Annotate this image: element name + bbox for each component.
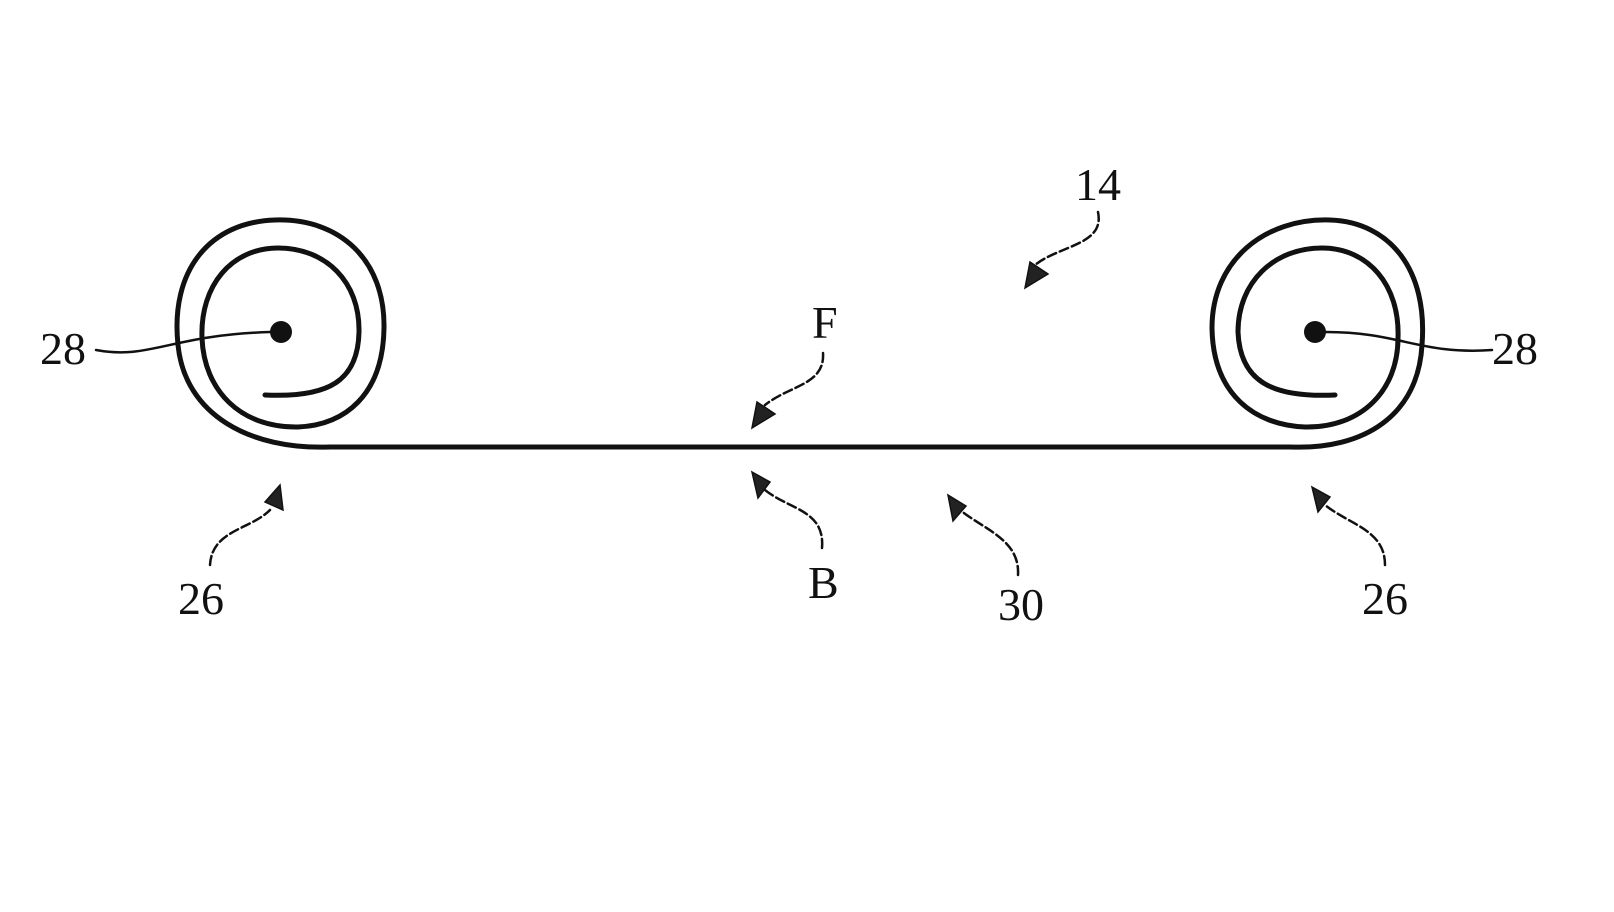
label-web: 30: [998, 579, 1044, 630]
label-roll-left: 26: [178, 573, 224, 624]
label-axis-left: 28: [40, 323, 86, 374]
leader-assembly: [1033, 210, 1100, 267]
leader-roll-right: [1323, 503, 1387, 567]
arrowhead-roll-right: [1310, 485, 1332, 514]
right-roll-axis: [1304, 321, 1326, 343]
arrowhead-web: [946, 493, 968, 523]
callout-web: 30: [946, 493, 1044, 630]
label-assembly: 14: [1075, 159, 1121, 210]
right-roll-inner-coil: [1235, 245, 1401, 430]
callout-roll-left: 26: [178, 483, 284, 624]
label-back: B: [808, 557, 839, 608]
leader-front: [763, 351, 825, 407]
callout-axis-left: 28: [40, 323, 272, 374]
label-front: F: [812, 297, 838, 348]
right-roll-outer-coil: [1209, 217, 1426, 450]
callout-roll-right: 26: [1310, 485, 1408, 624]
arrowhead-front: [750, 400, 777, 430]
right-roll: [1209, 217, 1426, 450]
left-roll-axis: [270, 321, 292, 343]
arrowhead-back: [750, 470, 772, 500]
callout-front: F: [750, 297, 838, 430]
left-roll-inner-coil: [199, 245, 362, 430]
leader-back: [763, 488, 824, 550]
left-roll-outer-coil: [174, 217, 387, 450]
callout-assembly: 14: [1023, 159, 1121, 290]
label-roll-right: 26: [1362, 573, 1408, 624]
left-roll: [174, 217, 387, 450]
leader-axis-left: [94, 330, 272, 354]
leader-web: [958, 508, 1020, 577]
callout-back: B: [750, 470, 839, 608]
arrowhead-assembly: [1023, 260, 1050, 290]
callout-axis-right: 28: [1324, 323, 1538, 374]
leader-axis-right: [1324, 330, 1494, 352]
label-axis-right: 28: [1492, 323, 1538, 374]
arrowhead-roll-left: [263, 483, 284, 512]
leader-roll-left: [208, 508, 272, 567]
